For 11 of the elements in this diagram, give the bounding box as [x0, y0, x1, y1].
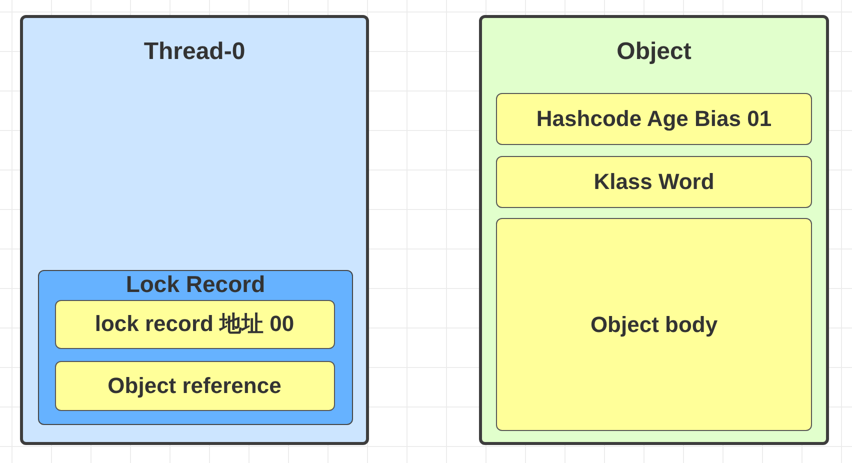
field-box: lock record 地址 00 [54, 300, 334, 348]
object-box [479, 15, 829, 445]
field-box: Klass Word [496, 156, 812, 208]
field-box: Object reference [54, 360, 334, 410]
lock-record-box [38, 270, 353, 425]
box-heading: Lock Record [124, 271, 266, 298]
field-box: Hashcode Age Bias 01 [496, 93, 812, 145]
box-heading: Object [616, 38, 692, 66]
body-box: Object body [496, 218, 812, 431]
thread-box [20, 15, 369, 445]
box-heading: Thread-0 [142, 38, 246, 66]
